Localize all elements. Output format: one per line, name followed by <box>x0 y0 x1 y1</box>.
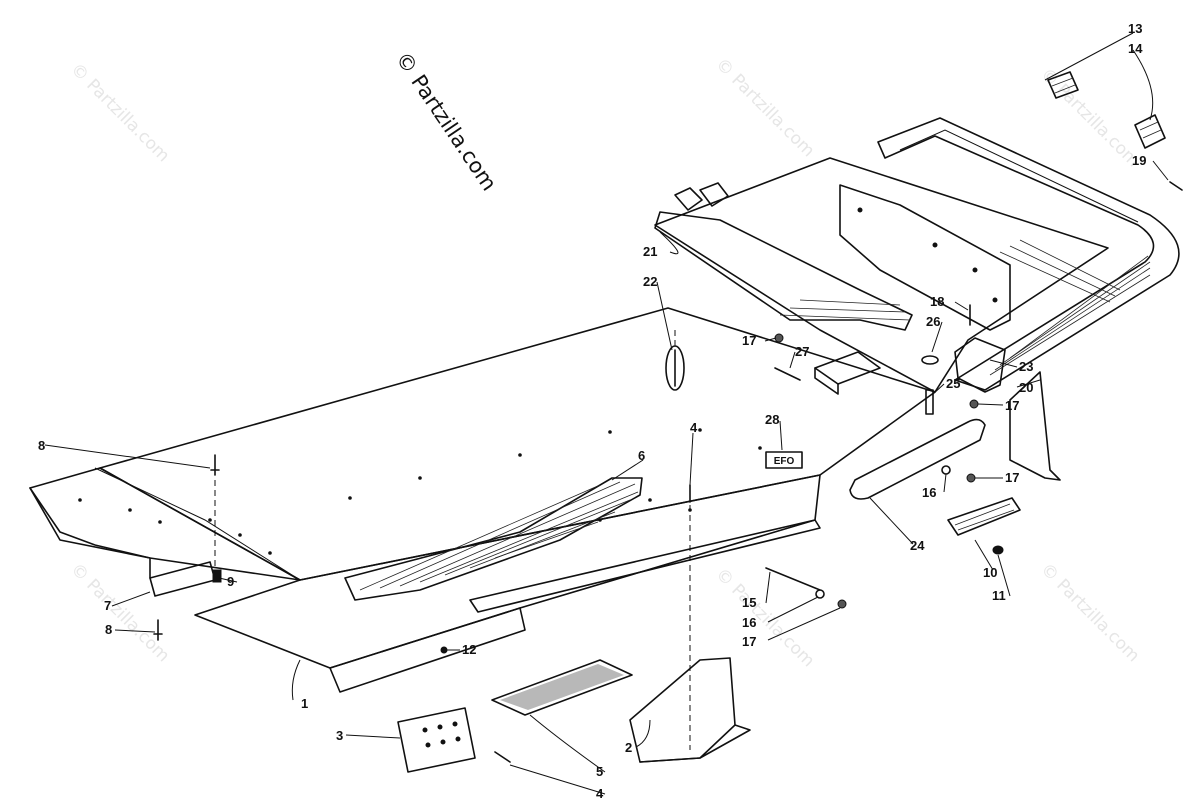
watermark-faint: © Partzilla.com <box>66 59 173 166</box>
callout-15: 15 <box>742 595 756 610</box>
washer-16a <box>941 465 951 475</box>
watermark-faint: © Partzilla.com <box>1036 559 1143 666</box>
washer-26 <box>921 355 939 365</box>
callout-2: 2 <box>625 740 632 755</box>
callout-11: 11 <box>992 588 1006 603</box>
callout-12: 12 <box>462 642 476 657</box>
callout-24: 24 <box>910 538 925 553</box>
callout-4-upper: 4 <box>690 420 698 435</box>
callout-25: 25 <box>946 376 960 391</box>
callout-8-upper: 8 <box>38 438 45 453</box>
washer-16b <box>815 589 825 599</box>
callout-9: 9 <box>227 574 234 589</box>
callout-4-lower: 4 <box>596 786 604 801</box>
nut-17b <box>969 399 979 409</box>
assembly-lines <box>214 330 691 750</box>
callout-7: 7 <box>104 598 111 613</box>
decal-28-text: EFO <box>774 456 795 467</box>
callout-28: 28 <box>765 412 779 427</box>
rivet-8a <box>210 454 220 476</box>
screw-11 <box>992 545 1004 555</box>
callout-13: 13 <box>1128 21 1142 36</box>
plate-5 <box>491 659 633 716</box>
rivet-4b <box>494 751 511 763</box>
callout-16-lower: 16 <box>742 615 756 630</box>
callout-17-right-upper: 17 <box>1005 398 1019 413</box>
rear-bumper-assembly <box>654 117 1180 481</box>
callout-26: 26 <box>926 314 940 329</box>
callout-labels: 1 2 3 4 4 5 6 7 8 8 9 10 11 12 13 14 15 … <box>38 21 1146 801</box>
plate-3 <box>397 707 476 773</box>
callout-3: 3 <box>336 728 343 743</box>
pin-27 <box>774 367 801 381</box>
callout-27: 27 <box>795 344 809 359</box>
rivet-8b <box>153 619 163 641</box>
decal-14 <box>1134 114 1166 149</box>
screw-19 <box>1169 181 1183 191</box>
callout-10: 10 <box>983 565 997 580</box>
callout-19: 19 <box>1132 153 1146 168</box>
reflector-10 <box>947 497 1021 536</box>
watermark-faint: © Partzilla.com <box>711 564 818 671</box>
callout-17-lower: 17 <box>742 634 756 649</box>
nut-17d <box>837 599 847 609</box>
hardware: EFO <box>153 71 1183 763</box>
callout-17-upper: 17 <box>742 333 756 348</box>
callout-1: 1 <box>301 696 308 711</box>
part-9 <box>212 569 222 583</box>
watermark-faint: © Partzilla.com <box>711 54 818 161</box>
tunnel-assembly <box>29 307 936 693</box>
bolt-25 <box>925 389 934 415</box>
callout-22: 22 <box>643 274 657 289</box>
callout-6: 6 <box>638 448 645 463</box>
nut-17c <box>966 473 976 483</box>
callout-21: 21 <box>643 244 657 259</box>
callout-17-right-lower: 17 <box>1005 470 1019 485</box>
watermark-main: © Partzilla.com <box>391 47 502 195</box>
callout-23: 23 <box>1019 359 1033 374</box>
tube-24 <box>849 418 986 500</box>
nut-17a <box>774 333 784 343</box>
callout-14: 14 <box>1128 41 1143 56</box>
callout-18: 18 <box>930 294 944 309</box>
callout-5: 5 <box>596 764 603 779</box>
watermark-faint: © Partzilla.com <box>1036 64 1143 171</box>
bolt-15 <box>765 567 821 591</box>
leader-lines <box>44 32 1169 795</box>
decal-28 <box>765 451 803 469</box>
lower-parts <box>397 657 751 773</box>
decal-13 <box>1047 71 1079 99</box>
callout-16-right: 16 <box>922 485 936 500</box>
callout-20: 20 <box>1019 380 1033 395</box>
callout-8-lower: 8 <box>105 622 112 637</box>
